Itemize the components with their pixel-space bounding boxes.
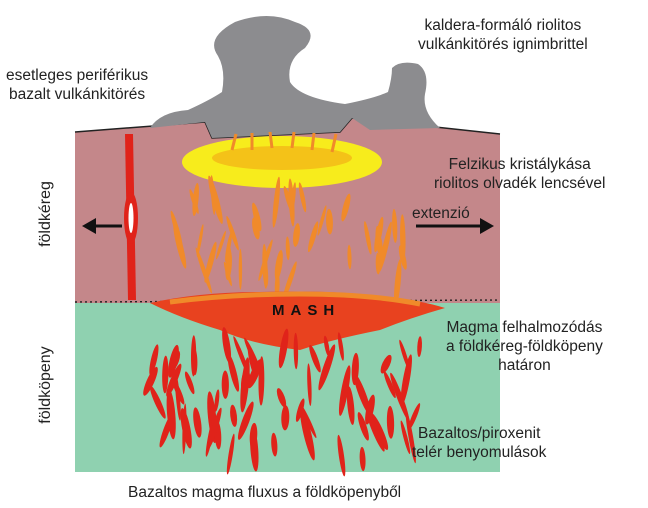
magma-accumulation-label: Magma felhalmozódás a földkéreg-földköpe… <box>446 318 603 375</box>
peripheral-basalt-label: esetleges periférikus bazalt vulkánkitör… <box>6 66 148 104</box>
extension-label: extenzió <box>412 204 470 223</box>
crust-label: földkéreg <box>37 174 55 254</box>
peripheral-dike-core <box>129 203 134 233</box>
caldera-eruption-label: kaldera-formáló riolitos vulkánkitörés i… <box>418 16 588 54</box>
ignimbrite-eruption-column <box>150 16 440 138</box>
dike-intrusion-label: Bazaltos/piroxenit telér benyomulások <box>412 424 546 462</box>
felsic-mush-label: Felzikus kristálykása riolitos olvadék l… <box>434 155 605 193</box>
mantle-label: földköpeny <box>37 335 55 435</box>
mash-label: MASH <box>272 302 340 319</box>
magma-flux-label: Bazaltos magma fluxus a földköpenyből <box>128 483 401 502</box>
